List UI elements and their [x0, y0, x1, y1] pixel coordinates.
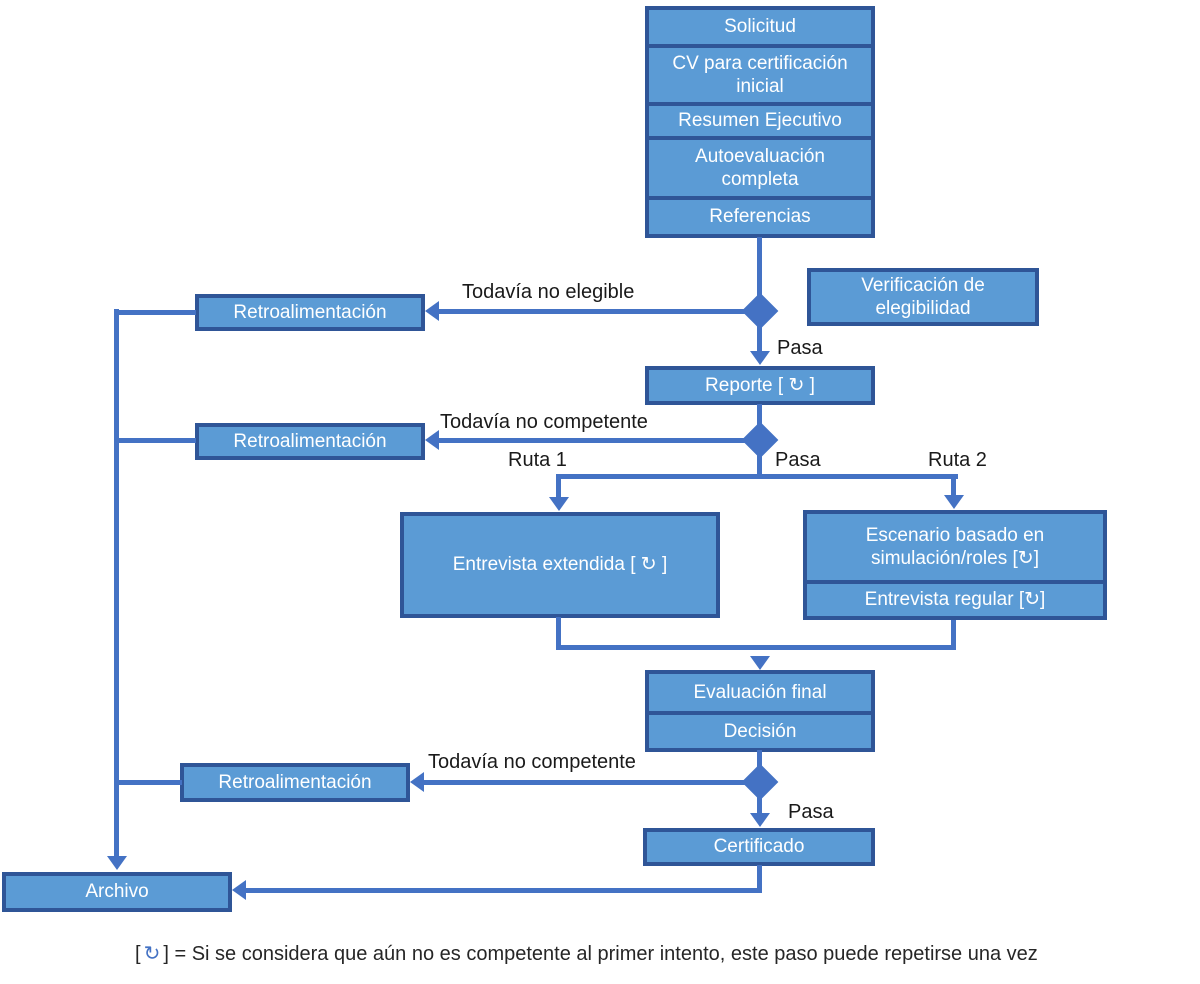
- connector-line: [757, 237, 762, 298]
- connector-line: [757, 404, 762, 428]
- edge-label-no-elegible: Todavía no elegible: [462, 281, 635, 303]
- legend-note: [↻] = Si se considera que aún no es comp…: [135, 941, 1038, 966]
- connector-line: [757, 795, 762, 814]
- arrowhead: [549, 497, 569, 511]
- node-referencias: Referencias: [645, 196, 875, 238]
- connector-line: [757, 451, 762, 479]
- arrowhead: [425, 430, 439, 450]
- edge-label-ruta-1: Ruta 1: [508, 449, 567, 471]
- node-certificado: Certificado: [643, 828, 875, 866]
- node-retroalimentacion-2: Retroalimentación: [195, 423, 425, 460]
- connector-line: [439, 309, 747, 314]
- legend-text: = Si se considera que aún no es competen…: [174, 943, 1038, 965]
- node-escenario-simulacion: Escenario basado en simulación/roles [↻]: [803, 510, 1107, 584]
- node-autoevaluacion: Autoevaluación completa: [645, 136, 875, 200]
- arrowhead: [750, 351, 770, 365]
- node-resumen-ejecutivo: Resumen Ejecutivo: [645, 102, 875, 140]
- arrowhead: [410, 772, 424, 792]
- node-entrevista-extendida: Entrevista extendida [ ↻ ]: [400, 512, 720, 618]
- connector-line: [114, 309, 119, 856]
- arrowhead: [107, 856, 127, 870]
- node-decision: Decisión: [645, 711, 875, 752]
- arrowhead: [425, 301, 439, 321]
- node-entrevista-regular: Entrevista regular [↻]: [803, 580, 1107, 620]
- edge-label-pasa-3: Pasa: [788, 801, 834, 823]
- connector-line: [439, 438, 747, 443]
- edge-label-no-competente-2: Todavía no competente: [428, 751, 636, 773]
- arrowhead: [750, 656, 770, 670]
- connector-line: [424, 780, 747, 785]
- node-cv-certificacion: CV para certificación inicial: [645, 44, 875, 106]
- connector-line: [556, 645, 956, 650]
- connector-line: [556, 474, 958, 479]
- node-reporte: Reporte [ ↻ ]: [645, 366, 875, 405]
- connector-line: [951, 620, 956, 650]
- node-solicitud: Solicitud: [645, 6, 875, 48]
- connector-line: [757, 750, 762, 769]
- connector-line: [118, 438, 196, 443]
- connector-line: [246, 888, 762, 893]
- connector-line: [118, 310, 196, 315]
- node-evaluacion-final: Evaluación final: [645, 670, 875, 715]
- connector-line: [556, 474, 561, 498]
- node-retroalimentacion-3: Retroalimentación: [180, 763, 410, 802]
- arrowhead: [232, 880, 246, 900]
- legend-bracket-open: [: [135, 943, 141, 965]
- edge-label-ruta-2: Ruta 2: [928, 449, 987, 471]
- node-retroalimentacion-1: Retroalimentación: [195, 294, 425, 331]
- connector-line: [757, 322, 762, 351]
- arrowhead: [750, 813, 770, 827]
- edge-label-pasa-1: Pasa: [777, 337, 823, 359]
- node-archivo: Archivo: [2, 872, 232, 912]
- edge-label-pasa-2: Pasa: [775, 449, 821, 471]
- node-verificacion-elegibilidad: Verificación de elegibilidad: [807, 268, 1039, 326]
- connector-line: [118, 780, 182, 785]
- arrowhead: [944, 495, 964, 509]
- connector-line: [757, 865, 762, 893]
- repeat-icon: ↻: [143, 941, 161, 965]
- connector-line: [556, 617, 561, 650]
- connector-line: [951, 474, 956, 496]
- legend-bracket-close: ]: [163, 943, 169, 965]
- edge-label-no-competente-1: Todavía no competente: [440, 411, 648, 433]
